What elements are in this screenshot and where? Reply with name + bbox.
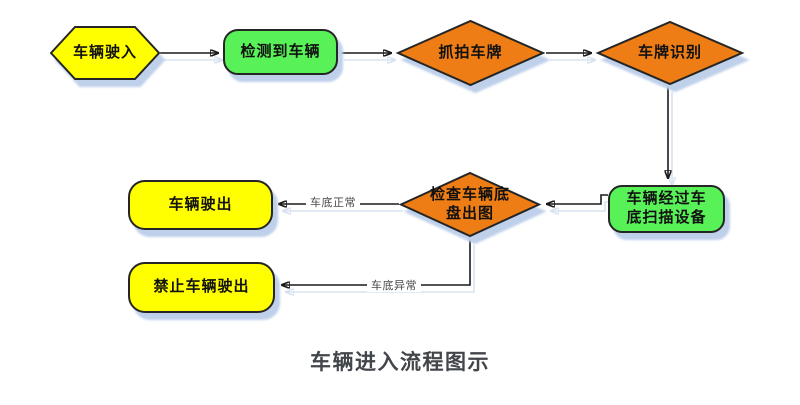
node-start-label: 车辆驶入 bbox=[72, 44, 137, 61]
diagram-title: 车辆进入流程图示 bbox=[310, 351, 490, 374]
hexagon-shape bbox=[49, 26, 161, 80]
edge-scan-check bbox=[547, 194, 608, 204]
diamond-shape bbox=[595, 20, 745, 86]
node-deny-label: 禁止车辆驶出 bbox=[153, 279, 250, 296]
node-capture: 抓拍车牌 bbox=[395, 19, 546, 87]
rounded-rect-shape bbox=[128, 180, 273, 230]
node-exit: 车辆驶出 bbox=[128, 180, 273, 230]
edge-label-abnormal: 车底异常 bbox=[367, 280, 421, 292]
node-detect-label: 检测到车辆 bbox=[240, 43, 321, 60]
rounded-rect-shape bbox=[223, 29, 338, 75]
node-exit-label: 车辆驶出 bbox=[168, 196, 233, 213]
node-deny: 禁止车辆驶出 bbox=[128, 262, 275, 313]
node-recognize: 车牌识别 bbox=[595, 20, 745, 86]
node-scan: 车辆经过车底扫描设备 bbox=[608, 185, 725, 233]
edge-check-deny bbox=[282, 238, 471, 285]
node-check-label: 检查车辆底盘出图 bbox=[429, 186, 510, 222]
node-detect: 检测到车辆 bbox=[223, 29, 338, 75]
diamond-shape bbox=[395, 19, 546, 87]
edge-label-normal: 车底正常 bbox=[306, 197, 360, 209]
node-check: 检查车辆底盘出图 bbox=[398, 171, 542, 238]
node-start: 车辆驶入 bbox=[49, 26, 161, 80]
rounded-rect-shape bbox=[608, 185, 725, 233]
rounded-rect-shape bbox=[128, 262, 275, 313]
node-capture-label: 抓拍车牌 bbox=[438, 44, 503, 61]
node-recognize-label: 车牌识别 bbox=[637, 44, 702, 61]
node-scan-label: 车辆经过车底扫描设备 bbox=[626, 191, 707, 226]
diamond-shape bbox=[398, 171, 542, 238]
